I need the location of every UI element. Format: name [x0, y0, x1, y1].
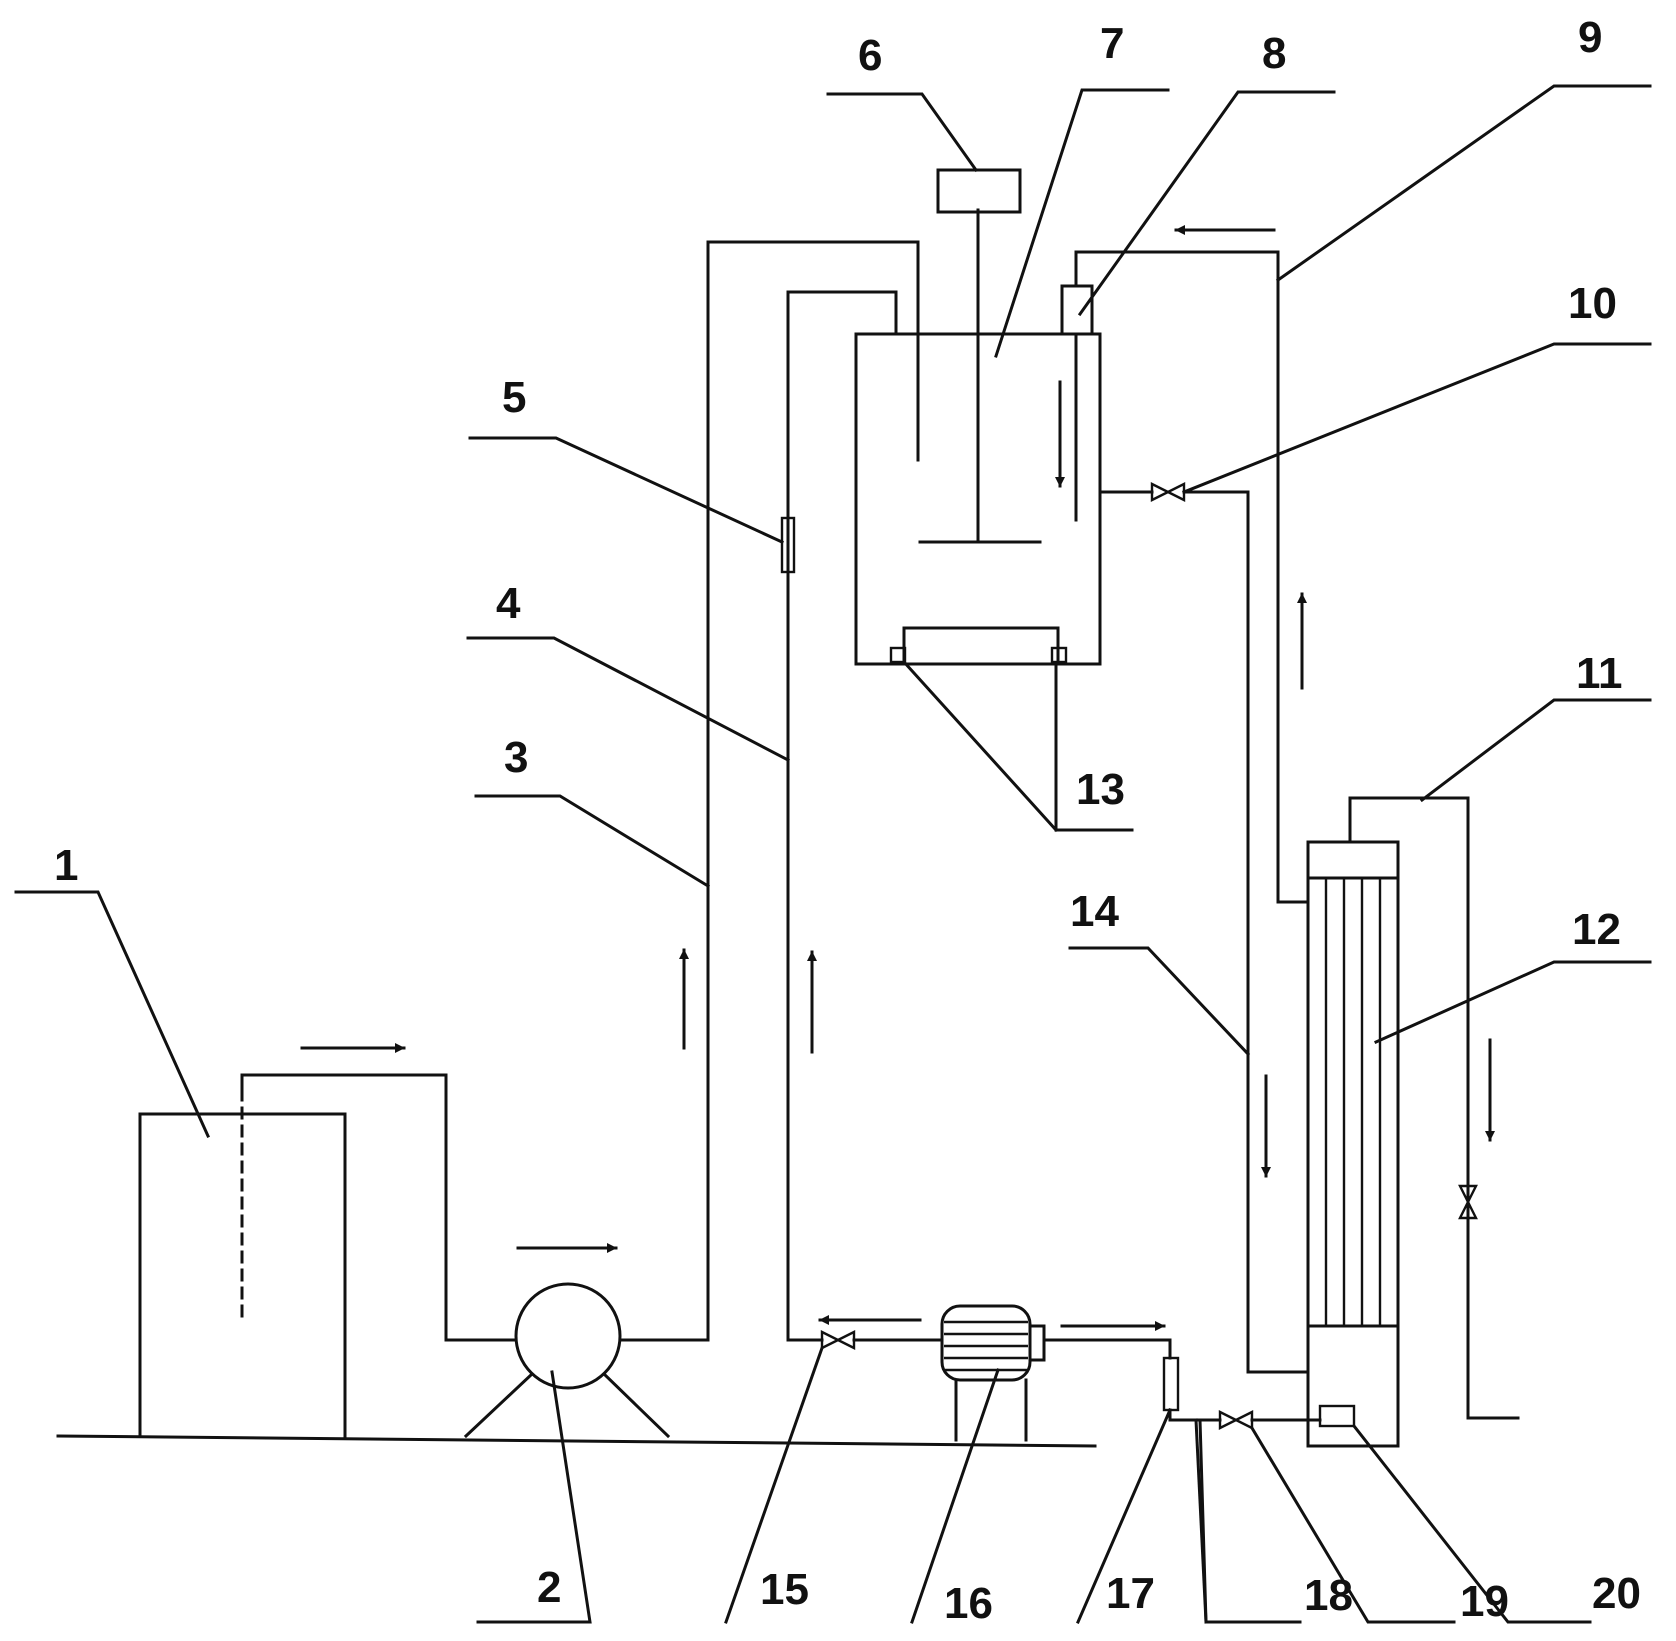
label-17: 17 [1106, 1569, 1155, 1618]
label-7: 7 [1100, 19, 1124, 68]
label-11: 11 [1576, 649, 1623, 698]
valve-19 [1218, 1410, 1254, 1430]
air-pipe-right [1042, 1338, 1172, 1360]
label-1: 1 [54, 841, 78, 890]
label-4: 4 [496, 579, 521, 628]
label-18: 18 [1304, 1571, 1353, 1620]
label-12: 12 [1572, 905, 1621, 954]
pipe-18 [1168, 1408, 1222, 1422]
label-15: 15 [760, 1565, 809, 1614]
blower-16 [940, 1304, 1046, 1442]
flowmeter-17 [1162, 1356, 1180, 1412]
feed-pump [463, 1282, 671, 1439]
label-2: 2 [537, 1563, 561, 1612]
label-13: 13 [1076, 765, 1125, 814]
flowmeter-5 [780, 516, 796, 574]
label-9: 9 [1578, 13, 1602, 62]
membrane-module [1306, 840, 1400, 1448]
label-20: 20 [1592, 1569, 1641, 1618]
stirrer-drive [936, 168, 1022, 214]
ground-line [56, 1434, 1097, 1448]
inlet-8 [1060, 284, 1094, 336]
label-16: 16 [944, 1579, 993, 1628]
reactor-vessel [854, 208, 1102, 666]
label-10: 10 [1568, 279, 1617, 328]
recycle-pipe [786, 290, 898, 1342]
label-8: 8 [1262, 29, 1286, 78]
nozzle-13b [1050, 646, 1068, 664]
suction-pipe [240, 1073, 518, 1342]
leader-lines [14, 84, 1652, 1624]
label-5: 5 [502, 373, 526, 422]
return-pipe-9 [1074, 250, 1310, 904]
label-14: 14 [1070, 887, 1119, 936]
flow-arrows [300, 225, 1495, 1331]
valve-15 [820, 1330, 856, 1350]
valve-10 [1150, 482, 1186, 502]
nozzle-13a [889, 646, 907, 664]
label-3: 3 [504, 733, 528, 782]
permeate-pipe-11 [1348, 796, 1520, 1420]
pipe-14 [1182, 490, 1310, 1374]
permeate-valve [1458, 1184, 1478, 1220]
feed-tank [138, 1088, 347, 1438]
label-6: 6 [858, 31, 882, 80]
aerator-20 [1318, 1404, 1356, 1428]
label-19: 19 [1460, 1577, 1509, 1626]
feed-pipe [618, 240, 920, 1342]
